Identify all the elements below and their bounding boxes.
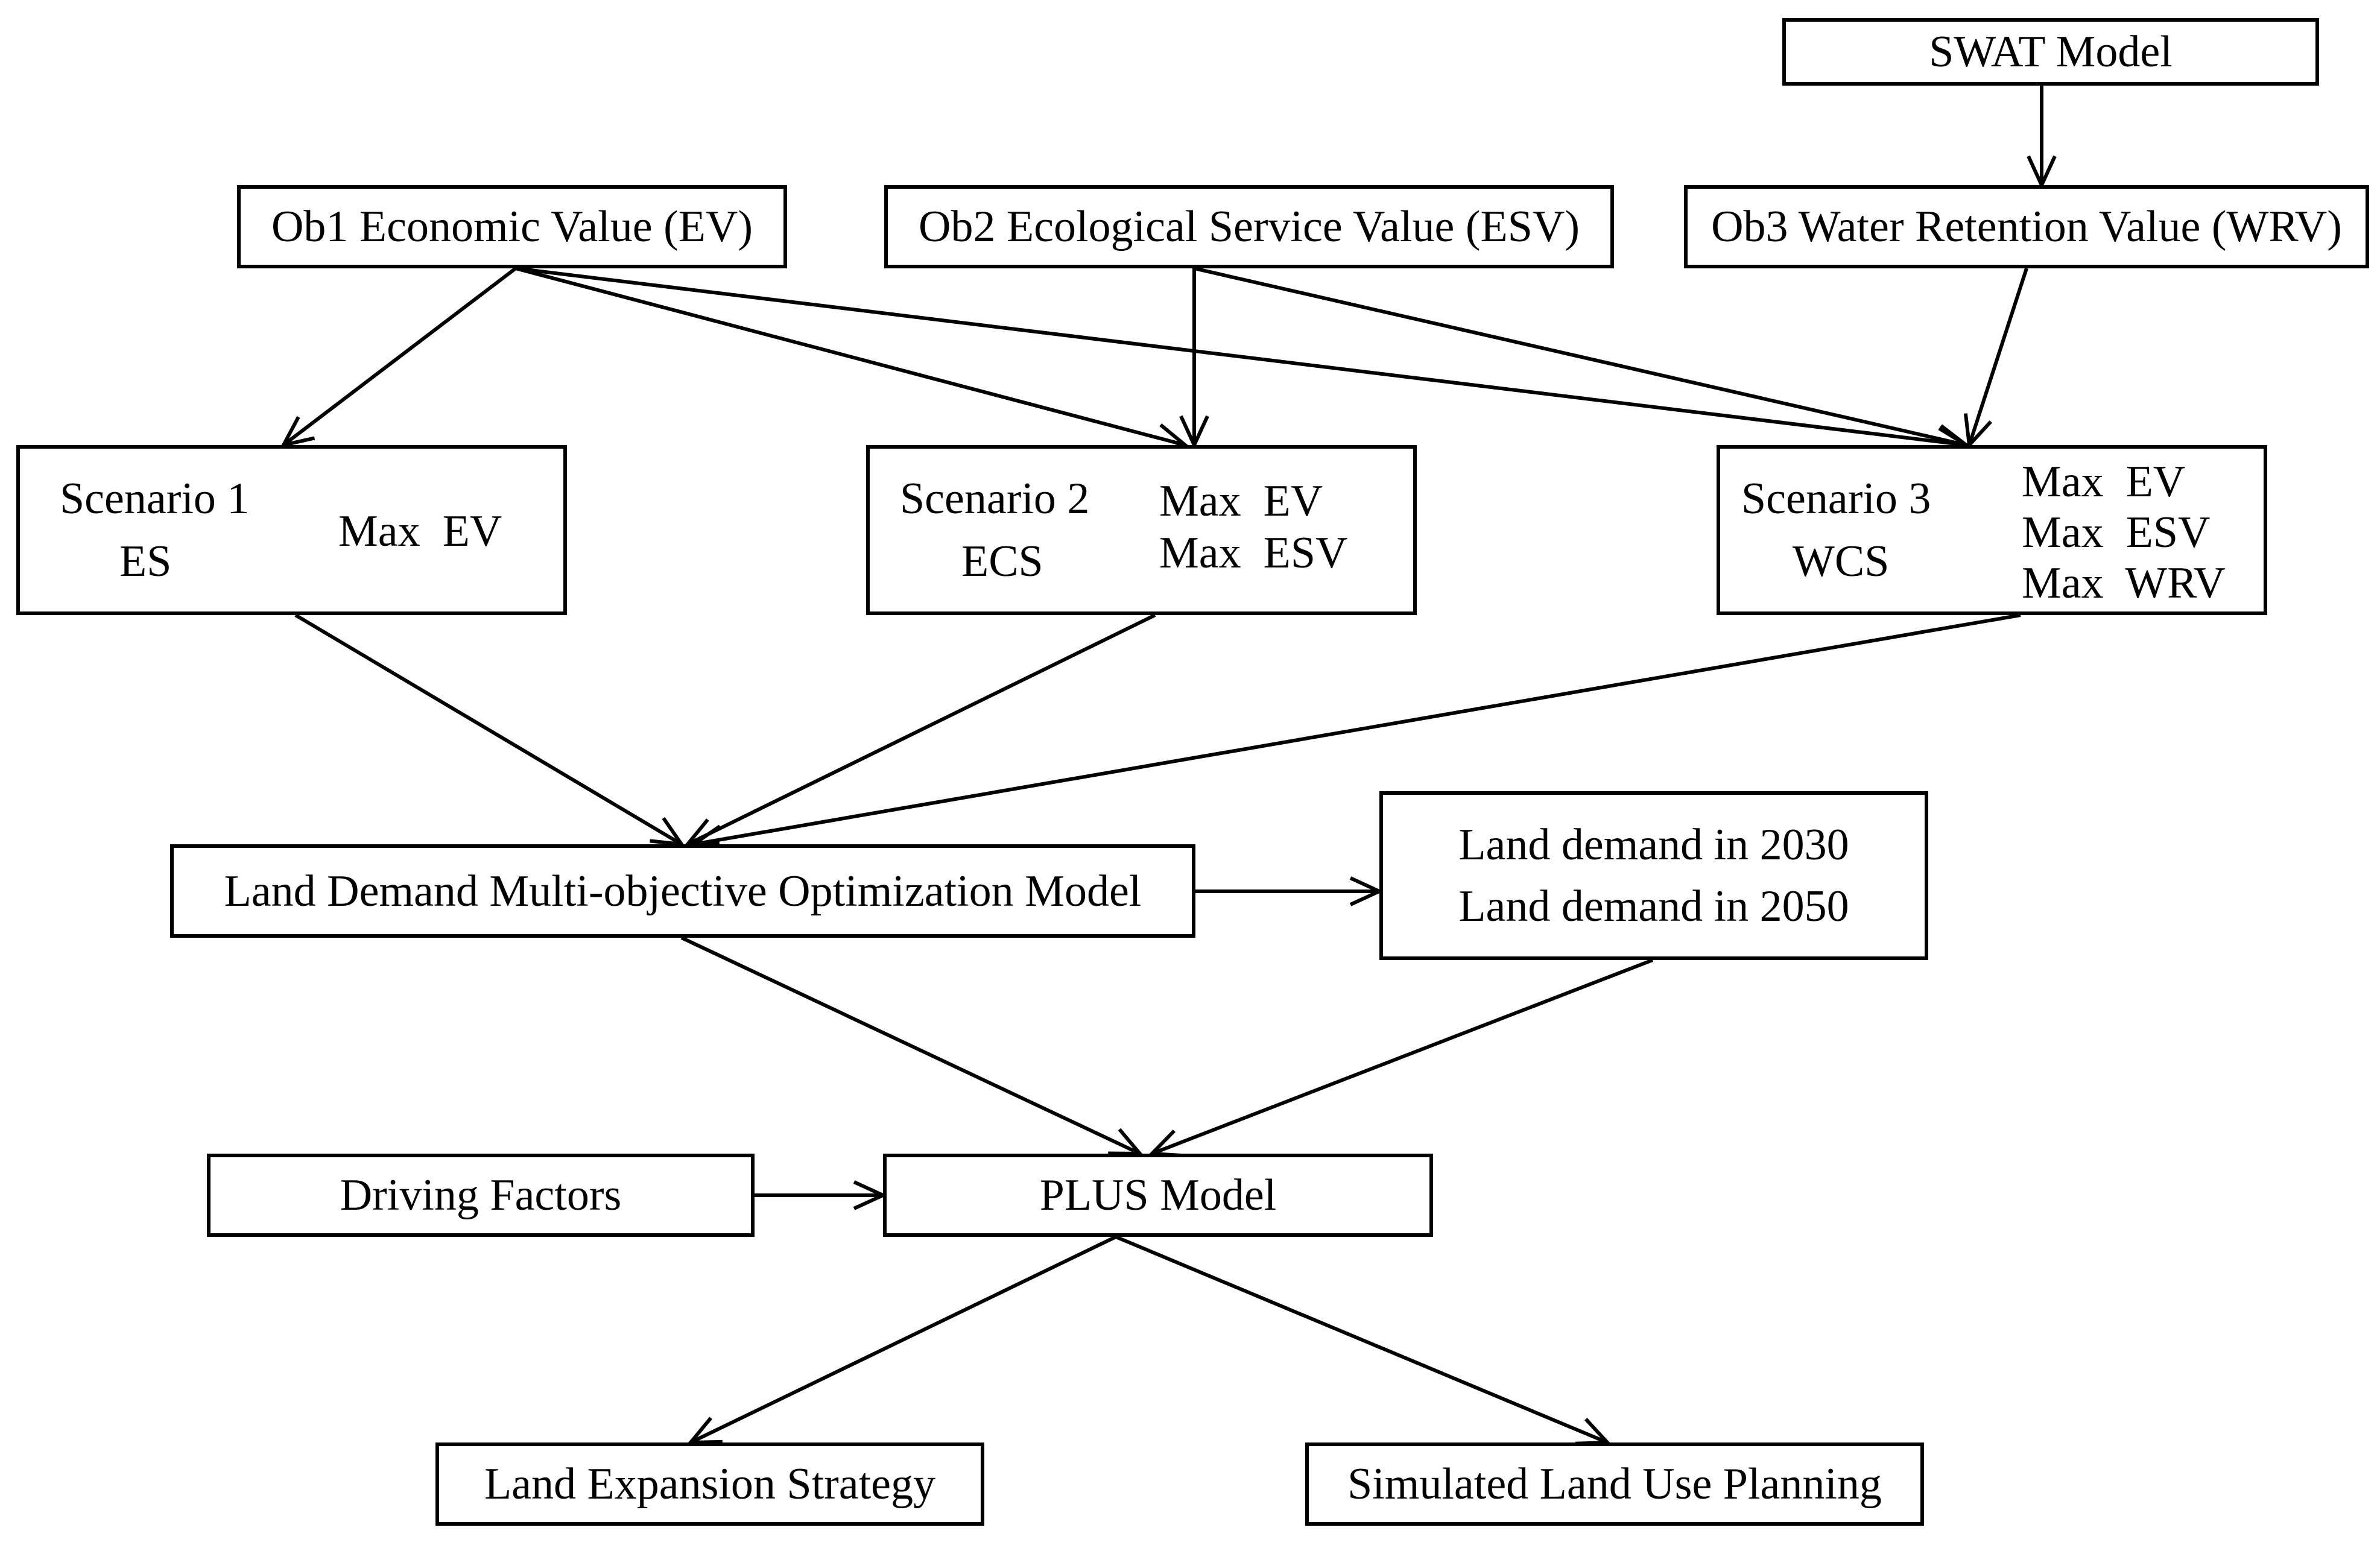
arrow-ob1-to-scenario-3	[515, 267, 1971, 457]
land-demand-2050: Land demand in 2050	[1458, 882, 1849, 931]
scenario-2-objective-esv: Max ESV	[1159, 528, 1348, 578]
scenario-3-objective-esv: Max ESV	[2022, 508, 2211, 557]
optimization-model-label: Land Demand Multi-objective Optimization…	[224, 866, 1142, 916]
objective-ecological-service-value-label: Ob2 Ecological Service Value (ESV)	[919, 202, 1580, 251]
arrow-driving-to-plus	[755, 1180, 888, 1210]
arrow-ob3-to-scenario-3	[1963, 268, 2028, 449]
scenario-3-code: WCS	[1793, 537, 1890, 586]
driving-factors-box: Driving Factors	[207, 1154, 755, 1237]
scenario-1-title: Scenario 1	[60, 474, 250, 523]
objective-water-retention-value-label: Ob3 Water Retention Value (WRV)	[1711, 202, 2342, 251]
scenario-2-objective-ev: Max EV	[1159, 476, 1323, 526]
objective-economic-value-label: Ob1 Economic Value (EV)	[271, 202, 753, 251]
arrow-land-demand-to-plus	[1148, 958, 1654, 1158]
arrow-ob2-to-scenario-3	[1194, 267, 1971, 453]
arrow-plus-to-simulated	[1115, 1235, 1612, 1446]
plus-model-label: PLUS Model	[1039, 1171, 1277, 1220]
arrow-model-to-plus	[680, 936, 1144, 1156]
land-expansion-strategy-box: Land Expansion Strategy	[435, 1442, 984, 1526]
scenario-2-title: Scenario 2	[900, 474, 1090, 523]
land-demand-box: Land demand in 2030 Land demand in 2050	[1379, 791, 1928, 960]
arrow-ob1-to-scenario-1	[280, 267, 517, 448]
swat-model-box: SWAT Model	[1782, 18, 2319, 86]
plus-model-box: PLUS Model	[883, 1154, 1433, 1237]
arrow-scenario-2-to-model	[683, 613, 1156, 847]
simulated-land-use-planning-label: Simulated Land Use Planning	[1347, 1459, 1882, 1509]
land-demand-2030: Land demand in 2030	[1458, 820, 1849, 870]
scenario-2-box: Scenario 2 ECS Max EV Max ESV	[866, 445, 1417, 615]
swat-model-label: SWAT Model	[1929, 27, 2173, 77]
objective-ecological-service-value-box: Ob2 Ecological Service Value (ESV)	[884, 185, 1614, 268]
objective-economic-value-box: Ob1 Economic Value (EV)	[237, 185, 787, 268]
scenario-3-objective-ev: Max EV	[2022, 457, 2186, 507]
optimization-model-box: Land Demand Multi-objective Optimization…	[170, 844, 1195, 938]
arrow-model-to-land-demand	[1195, 876, 1384, 906]
scenario-2-code: ECS	[961, 537, 1043, 586]
land-expansion-strategy-label: Land Expansion Strategy	[484, 1459, 936, 1509]
arrow-ob2-to-scenario-2	[1179, 268, 1209, 450]
arrow-plus-to-expansion	[686, 1235, 1117, 1445]
driving-factors-label: Driving Factors	[340, 1171, 622, 1220]
scenario-1-code: ES	[119, 537, 172, 586]
scenario-3-title: Scenario 3	[1741, 474, 1931, 523]
scenario-1-box: Scenario 1 ES Max EV	[16, 445, 567, 615]
objective-water-retention-value-box: Ob3 Water Retention Value (WRV)	[1684, 185, 2369, 268]
simulated-land-use-planning-box: Simulated Land Use Planning	[1305, 1442, 1924, 1526]
arrow-ob1-to-scenario-2	[515, 267, 1189, 452]
scenario-1-objective-ev: Max EV	[338, 507, 502, 556]
arrow-swat-to-ob3	[2027, 86, 2057, 190]
scenario-3-objective-wrv: Max WRV	[2022, 558, 2226, 608]
scenario-3-box: Scenario 3 WCS Max EV Max ESV Max WRV	[1717, 445, 2267, 615]
arrow-scenario-1-to-model	[294, 613, 686, 847]
